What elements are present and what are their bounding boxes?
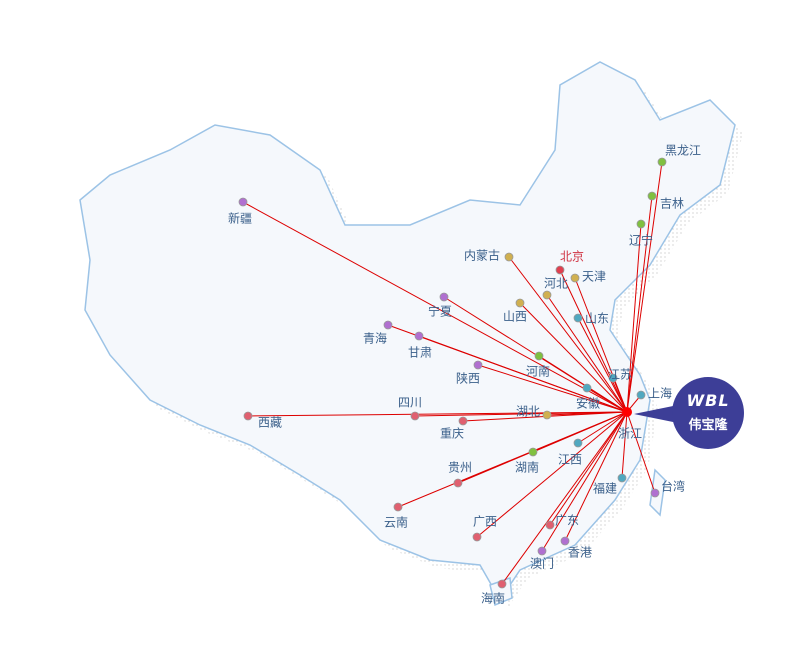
province-label: 四川 xyxy=(397,395,423,410)
province-marker[interactable] xyxy=(534,351,544,361)
route-line xyxy=(577,411,628,444)
province-marker[interactable] xyxy=(414,331,424,341)
province-label: 黑龙江 xyxy=(664,143,702,158)
route-line xyxy=(418,335,628,413)
route-line xyxy=(247,411,628,417)
province-label: 安徽 xyxy=(575,396,601,411)
route-line xyxy=(626,223,642,413)
province-marker[interactable] xyxy=(636,390,646,400)
province-marker[interactable] xyxy=(528,447,538,457)
province-marker[interactable] xyxy=(636,219,646,229)
province-label: 青海 xyxy=(362,331,388,346)
route-line xyxy=(397,411,628,508)
province-marker[interactable] xyxy=(473,360,483,370)
province-marker[interactable] xyxy=(504,252,514,262)
province-marker[interactable] xyxy=(243,411,253,421)
province-marker[interactable] xyxy=(657,157,667,167)
province-marker[interactable] xyxy=(410,411,420,421)
brand-badge: WBL 伟宝隆 xyxy=(672,377,744,449)
province-label: 香港 xyxy=(567,545,593,560)
province-marker[interactable] xyxy=(497,579,507,589)
province-label: 陕西 xyxy=(455,371,481,386)
province-label: 宁夏 xyxy=(427,304,453,319)
province-marker[interactable] xyxy=(238,197,248,207)
province-marker[interactable] xyxy=(650,488,660,498)
route-line xyxy=(541,411,628,552)
province-label: 内蒙古 xyxy=(463,248,501,263)
province-marker[interactable] xyxy=(560,536,570,546)
province-label: 山西 xyxy=(502,309,528,324)
route-line xyxy=(626,411,656,494)
province-label: 甘肃 xyxy=(407,345,433,360)
province-marker[interactable] xyxy=(515,298,525,308)
brand-name: 伟宝隆 xyxy=(688,418,728,433)
route-line xyxy=(546,294,628,413)
route-line xyxy=(501,411,628,585)
province-marker[interactable] xyxy=(647,191,657,201)
province-label: 贵州 xyxy=(447,460,473,475)
province-label: 澳门 xyxy=(529,556,555,571)
route-line xyxy=(476,411,628,538)
route-line xyxy=(559,269,628,413)
province-label: 上海 xyxy=(647,386,673,401)
province-label: 福建 xyxy=(592,481,618,496)
route-line xyxy=(549,411,628,526)
province-marker[interactable] xyxy=(453,478,463,488)
china-outline xyxy=(79,61,736,602)
province-label: 湖南 xyxy=(514,460,540,475)
route-line xyxy=(621,411,628,479)
callout-pointer xyxy=(634,405,678,423)
province-label: 北京 xyxy=(559,249,585,264)
brand-logo: WBL xyxy=(686,391,730,410)
province-marker[interactable] xyxy=(383,320,393,330)
province-marker[interactable] xyxy=(439,292,449,302)
hub-marker xyxy=(622,407,632,417)
province-marker[interactable] xyxy=(472,532,482,542)
province-marker[interactable] xyxy=(608,373,618,383)
province-marker[interactable] xyxy=(573,438,583,448)
province-label: 广西 xyxy=(472,514,498,529)
province-label: 江苏 xyxy=(607,367,633,382)
province-marker[interactable] xyxy=(582,383,592,393)
province-label: 吉林 xyxy=(659,196,685,211)
province-marker[interactable] xyxy=(542,290,552,300)
province-marker[interactable] xyxy=(545,520,555,530)
province-label: 江西 xyxy=(557,452,583,467)
province-marker[interactable] xyxy=(537,546,547,556)
province-label: 重庆 xyxy=(439,426,465,441)
route-line xyxy=(414,411,628,417)
route-line xyxy=(242,201,628,413)
province-marker[interactable] xyxy=(542,410,552,420)
province-label: 湖北 xyxy=(515,404,541,419)
province-label: 海南 xyxy=(480,591,506,606)
province-label: 广东 xyxy=(554,513,580,528)
route-line xyxy=(586,387,628,413)
province-label: 辽宁 xyxy=(628,233,654,248)
province-label: 云南 xyxy=(383,515,409,530)
province-marker[interactable] xyxy=(617,473,627,483)
province-marker[interactable] xyxy=(393,502,403,512)
route-line xyxy=(508,256,628,413)
province-label: 山东 xyxy=(584,311,610,326)
province-label: 新疆 xyxy=(227,211,253,226)
route-line xyxy=(519,302,628,413)
province-label: 河北 xyxy=(543,276,569,291)
hub-label: 浙江 xyxy=(617,426,643,441)
province-marker[interactable] xyxy=(573,313,583,323)
province-marker[interactable] xyxy=(458,416,468,426)
province-label: 天津 xyxy=(581,269,607,284)
province-label: 河南 xyxy=(525,364,551,379)
route-line xyxy=(612,377,628,413)
route-line xyxy=(577,317,628,413)
route-line xyxy=(626,161,663,413)
province-marker[interactable] xyxy=(555,265,565,275)
province-label: 台湾 xyxy=(660,479,686,494)
route-line xyxy=(626,195,653,413)
route-line xyxy=(477,364,628,413)
province-marker[interactable] xyxy=(570,273,580,283)
province-label: 西藏 xyxy=(257,415,283,430)
route-line xyxy=(564,411,628,542)
